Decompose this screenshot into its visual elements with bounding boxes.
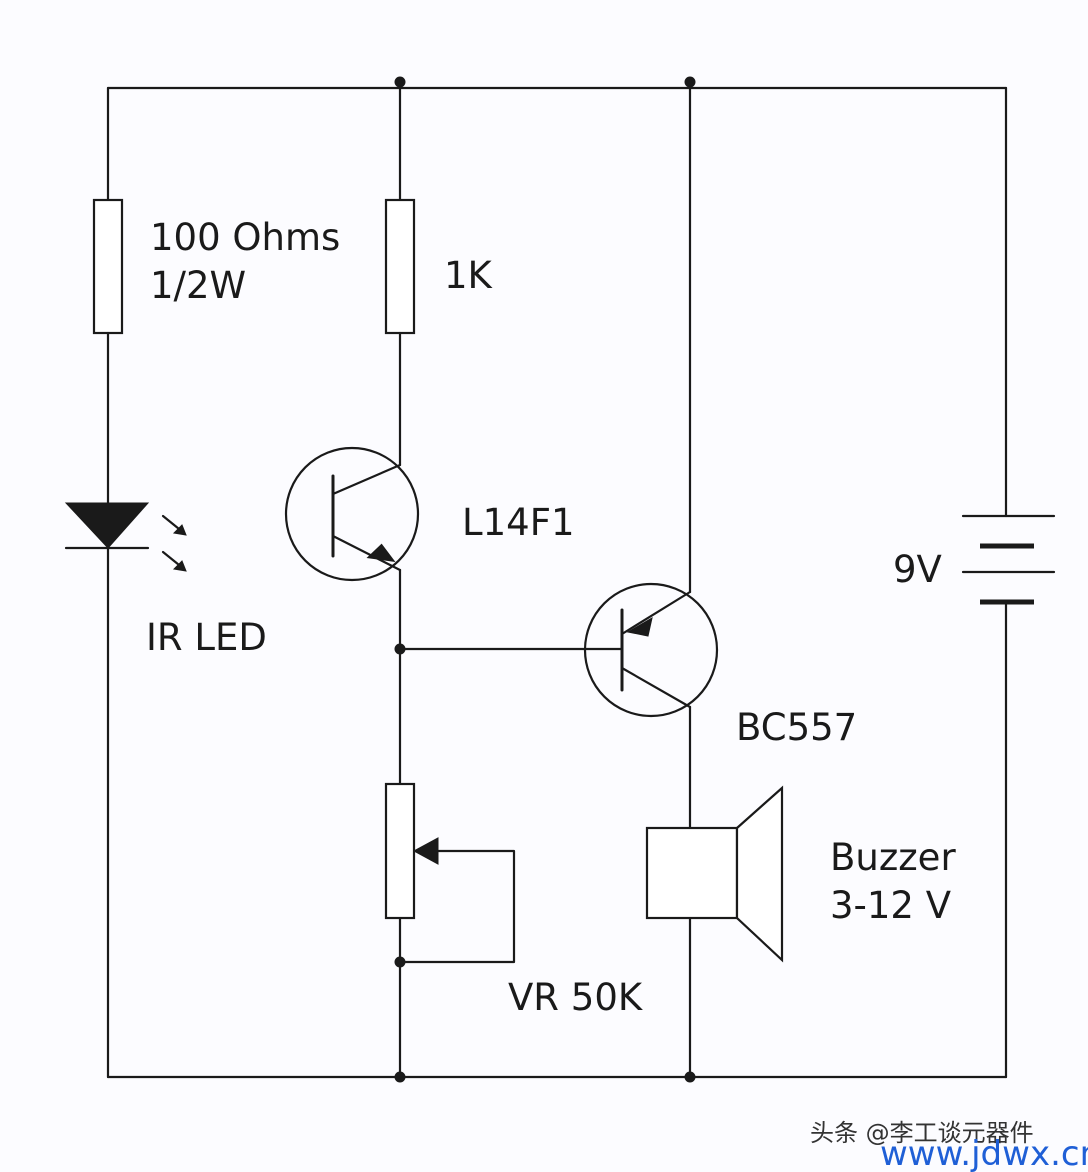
label-r1-value: 100 Ohms [150,216,340,259]
ir-led-symbol [64,502,187,572]
resistor-1k [384,198,416,335]
junction-dot [394,956,406,968]
label-r1-power: 1/2W [150,264,246,307]
junction-dot [684,1071,696,1083]
watermark-url: www.jdwx.cn [880,1134,1088,1172]
bc557-symbol [583,582,719,718]
junction-dots [394,76,696,1083]
label-transistor: BC557 [736,706,857,749]
label-buzzer-rating: 3-12 V [830,884,951,927]
label-phototransistor: L14F1 [462,501,575,544]
phototransistor-symbol [284,446,420,582]
label-r2-value: 1K [444,254,494,297]
resistor-100-ohms [92,198,124,335]
junction-dot [394,643,406,655]
light-arrows-icon [161,514,187,572]
label-buzzer-name: Buzzer [830,836,956,879]
label-pot: VR 50K [508,976,644,1019]
sensor-branch [384,86,416,1079]
buzzer-symbol [645,785,784,963]
junction-dot [394,1071,406,1083]
potentiometer-symbol [384,782,516,964]
junction-dot [684,76,696,88]
label-battery: 9V [893,548,942,591]
led-branch [92,86,124,1079]
junction-dot [394,76,406,88]
watermark-text: 头条 @李工谈元器件 [810,1119,1034,1147]
label-ir-led: IR LED [146,616,267,659]
battery-symbol [961,514,1056,605]
